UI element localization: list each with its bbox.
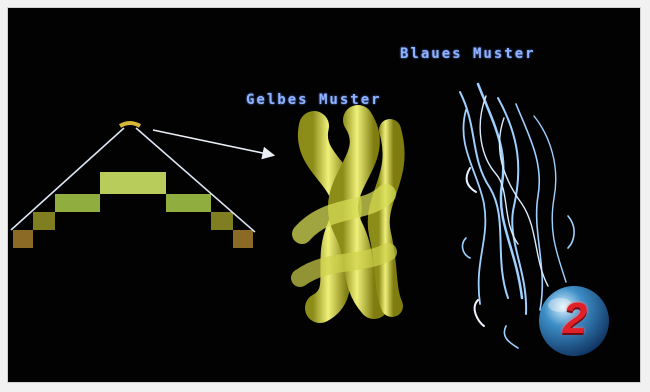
blue-pattern-label: Blaues Muster bbox=[400, 46, 536, 62]
scene bbox=[8, 8, 640, 382]
pyramid-blocks bbox=[13, 123, 253, 248]
yellow-pattern-label: Gelbes Muster bbox=[246, 92, 382, 108]
badge-number: 2 bbox=[557, 294, 593, 344]
image-frame: Blaues Muster Gelbes Muster 2 bbox=[8, 8, 640, 382]
arrow-icon bbox=[153, 130, 272, 155]
yellow-braid bbox=[300, 120, 394, 308]
